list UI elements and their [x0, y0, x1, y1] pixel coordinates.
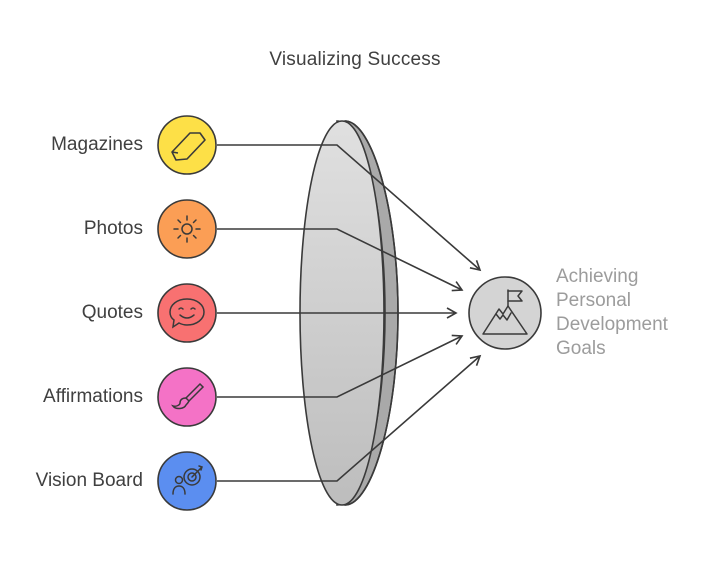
goal-label-line: Development — [556, 314, 668, 335]
goal-label-line: Personal — [556, 290, 631, 311]
smile-speech-bubble-icon — [169, 298, 205, 329]
source-node-magazines — [157, 115, 217, 175]
paintbrush-icon — [170, 382, 205, 410]
mountain-flag-icon — [482, 289, 528, 335]
source-node-photos — [157, 199, 217, 259]
goal-label: Achieving Personal Development Goals — [556, 265, 706, 361]
tag-icon — [171, 132, 206, 161]
connector-affirmations — [217, 334, 464, 398]
person-target-icon — [172, 465, 203, 495]
source-label-quotes: Quotes — [81, 302, 143, 323]
goal-label-line: Goals — [556, 338, 606, 359]
diagram-title: Visualizing Success — [269, 49, 441, 70]
source-label-vision-board: Vision Board — [35, 470, 143, 491]
source-node-vision-board — [157, 451, 217, 511]
source-label-magazines: Magazines — [51, 134, 143, 155]
source-label-photos: Photos — [83, 218, 143, 239]
source-node-quotes — [157, 283, 217, 343]
source-label-affirmations: Affirmations — [43, 386, 143, 407]
connector-photos — [217, 228, 464, 292]
goal-label-line: Achieving — [556, 266, 639, 287]
connector-magazines — [217, 144, 482, 272]
sun-icon — [173, 215, 201, 243]
goal-node — [468, 276, 542, 350]
source-node-affirmations — [157, 367, 217, 427]
connectors — [217, 144, 482, 482]
connector-vision-board — [217, 354, 482, 482]
